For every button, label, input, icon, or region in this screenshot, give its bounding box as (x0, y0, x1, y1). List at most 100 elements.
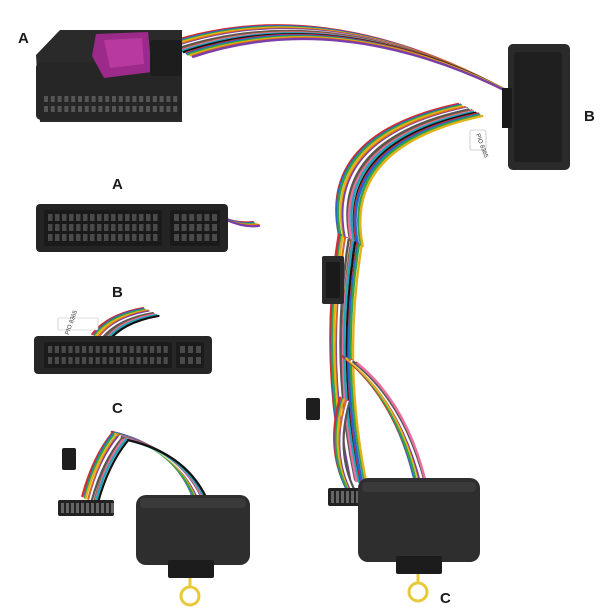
pin (189, 224, 195, 231)
pin (62, 224, 67, 231)
pin (139, 224, 144, 231)
label-b-middle: B (112, 284, 123, 301)
pin (71, 106, 76, 112)
pin (57, 106, 62, 112)
pin (44, 106, 48, 112)
pin (98, 96, 103, 102)
pin (68, 346, 73, 353)
pin (341, 491, 344, 503)
pin (83, 234, 88, 241)
pin (125, 234, 130, 241)
wire (349, 243, 367, 487)
pin (48, 346, 53, 353)
pin (76, 214, 81, 221)
pin (143, 346, 148, 353)
pin (96, 503, 99, 513)
wire (334, 397, 349, 490)
pin (54, 346, 59, 353)
pin (118, 106, 123, 112)
pin (64, 96, 69, 102)
pin (146, 106, 150, 112)
pin (97, 214, 102, 221)
pin (102, 346, 107, 353)
pin (173, 96, 178, 102)
pin (152, 96, 157, 102)
pin (132, 96, 137, 102)
pin (62, 234, 67, 241)
pin (159, 96, 164, 102)
pin (181, 214, 187, 221)
pin (105, 96, 110, 102)
pin (71, 96, 76, 102)
pin (61, 357, 66, 364)
pin (180, 357, 185, 364)
pin (212, 234, 217, 241)
pin (125, 106, 130, 112)
pin (48, 224, 53, 231)
pin (55, 214, 60, 221)
pin (136, 346, 141, 353)
wire (343, 107, 469, 240)
pin (166, 96, 171, 102)
pin (132, 106, 137, 112)
pin (163, 346, 168, 353)
pin (351, 491, 354, 503)
pin (204, 234, 210, 241)
pin (84, 106, 89, 112)
pin (44, 96, 48, 102)
connector-b-harness: PIO 8365 (469, 44, 570, 170)
pin (102, 357, 107, 364)
pin (150, 346, 155, 353)
pin (90, 234, 95, 241)
wire (94, 438, 128, 505)
pin (129, 357, 134, 364)
wire (343, 240, 361, 484)
wire (84, 433, 119, 500)
pin (90, 224, 95, 231)
pin (204, 214, 210, 221)
pin (346, 491, 349, 503)
module-c-harness (306, 256, 480, 603)
pin (75, 346, 80, 353)
pin (150, 357, 155, 364)
pin (71, 503, 74, 513)
pin (153, 224, 158, 231)
pin (75, 357, 80, 364)
pin (112, 96, 116, 102)
wire (126, 438, 211, 506)
pin (122, 346, 127, 353)
pin (163, 357, 168, 364)
main-wire-bundle (165, 24, 520, 494)
pin (129, 346, 134, 353)
pin (111, 234, 116, 241)
pin (139, 106, 144, 112)
pin (196, 357, 201, 364)
pin (116, 346, 121, 353)
wire (89, 435, 122, 502)
pin (91, 106, 96, 112)
pin (132, 214, 137, 221)
pin (146, 224, 151, 231)
pin (64, 106, 69, 112)
pin (125, 214, 130, 221)
pin (122, 357, 127, 364)
pin (104, 214, 109, 221)
pin (156, 346, 161, 353)
pin (78, 106, 82, 112)
pin (105, 106, 110, 112)
pin (69, 214, 74, 221)
pin (196, 214, 202, 221)
pin (109, 357, 114, 364)
pin (336, 491, 339, 503)
pin (95, 357, 100, 364)
pin (83, 214, 88, 221)
pin (66, 503, 69, 513)
pin (156, 357, 161, 364)
pin (189, 234, 195, 241)
pin (61, 503, 64, 513)
label-a-middle: A (112, 176, 123, 193)
pin (118, 214, 123, 221)
pin (104, 234, 109, 241)
pin (57, 96, 62, 102)
